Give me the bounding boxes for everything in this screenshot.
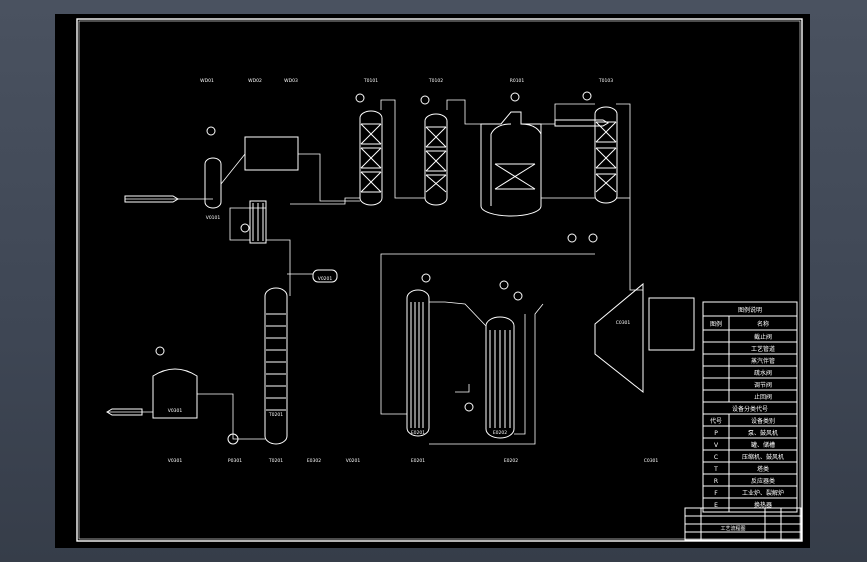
label-vessel: V0101 (206, 215, 221, 221)
label-bottom-mid: E0201 (411, 458, 425, 464)
label-left5: V0201 (346, 458, 361, 464)
exchanger-E0201 (406, 289, 430, 437)
label-left3: T0201 (268, 458, 283, 464)
legend-type: 反应器类 (751, 477, 775, 485)
legend-header-name: 名称 (757, 320, 769, 328)
label-left1: V0301 (168, 458, 183, 464)
legend-type: 泵、鼓风机 (748, 429, 778, 437)
instrument-bubbles (155, 91, 598, 412)
legend-header-symbol: 图例 (710, 320, 722, 328)
label-top3: WD03 (284, 78, 298, 84)
legend-type: 罐、储槽 (751, 441, 775, 449)
legend-row: 蒸汽伴管 (751, 357, 775, 365)
legend-code: V (714, 442, 719, 449)
label-exch1: E0201 (411, 430, 425, 436)
legend-row: 截止阀 (754, 333, 772, 341)
legend-type: 工业炉、裂解炉 (742, 489, 784, 497)
inner-border (78, 20, 801, 540)
drum-V0201 (312, 269, 338, 283)
label-exch2: E0202 (493, 430, 507, 436)
legend-row: 疏水阀 (754, 369, 772, 377)
title-block-lines (684, 507, 802, 541)
label-left4: E0302 (307, 458, 321, 464)
label-col2: T0102 (428, 78, 443, 84)
legend-type: 压缩机、鼓风机 (742, 453, 784, 461)
legend-row: 调节阀 (754, 381, 772, 389)
piping (107, 99, 643, 445)
label-reactor: R0101 (510, 78, 525, 84)
legend-code: P (714, 430, 718, 437)
box-equipment (244, 136, 299, 171)
label-left2: P0301 (228, 458, 242, 464)
label-bottom-mid2: E0202 (504, 458, 518, 464)
label-drum: V0201 (318, 276, 333, 282)
inlet-arrow (124, 195, 179, 203)
legend-code: R (714, 478, 718, 485)
process-flow-diagram: WD01 WD02 WD03 T0101 T0102 R0101 T0103 V… (76, 18, 803, 542)
vent-arrow (554, 119, 609, 127)
legend-section2-header-type: 设备类别 (751, 417, 775, 425)
outer-border (76, 18, 803, 542)
reactor-R0101 (480, 111, 542, 217)
legend-type: 塔类 (757, 465, 769, 473)
legend-code: F (714, 490, 718, 497)
legend-row: 止回阀 (754, 393, 772, 401)
compressor-C0301 (594, 282, 644, 394)
label-tank: V0301 (168, 408, 183, 414)
label-compressor: C0301 (616, 320, 631, 326)
legend-code: E (714, 502, 718, 509)
label-col1: T0101 (363, 78, 378, 84)
tower-T0103 (594, 106, 618, 204)
column-T0201 (264, 287, 288, 445)
label-col4: T0103 (598, 78, 613, 84)
legend-section2-header-code: 代号 (710, 417, 722, 425)
legend-title: 图例说明 (738, 306, 762, 314)
motor (648, 297, 695, 351)
label-top1: WD01 (200, 78, 214, 84)
legend-section2-title: 设备分类代号 (732, 405, 768, 413)
title-block-drawing-name: 工艺流程图 (720, 525, 745, 532)
exchanger-E0202 (485, 316, 515, 439)
tower-T0101 (359, 110, 383, 206)
legend-code: C (714, 454, 718, 461)
drawing-sheet: WD01 WD02 WD03 T0101 T0102 R0101 T0103 V… (55, 14, 810, 548)
tower-T0102 (424, 113, 448, 206)
tank-V0301 (152, 368, 198, 419)
label-right-bottom: C0301 (644, 458, 659, 464)
legend-code: T (713, 466, 718, 473)
legend-table-lines (702, 301, 798, 513)
label-top2: WD02 (248, 78, 262, 84)
vessel-V0101 (204, 157, 222, 209)
exchanger-top (249, 200, 267, 244)
outlet-arrow (106, 408, 143, 416)
label-column-main: T0201 (268, 412, 283, 418)
legend-type: 换热器 (754, 501, 772, 509)
legend-row: 工艺管道 (751, 345, 775, 353)
